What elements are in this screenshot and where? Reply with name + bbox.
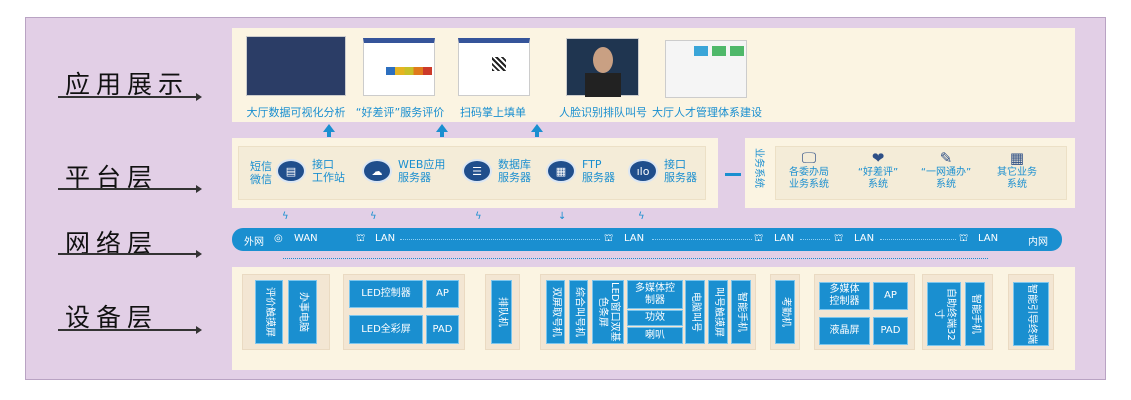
device-ap: AP [426, 280, 459, 308]
device-led-controller: LED控制器 [349, 280, 423, 308]
service-ftp: ▦FTP 服务器 [546, 158, 615, 184]
app-caption: 大厅数据可视化分析 [246, 106, 346, 119]
device-multimedia-controller: 多媒体 控制器 [819, 282, 870, 310]
network-node-icon: ⛫ [604, 233, 614, 244]
inner-network-label: 内网 [1028, 237, 1048, 248]
outer-network-label: 外网 [244, 237, 264, 248]
link-icon: ϟ [370, 211, 377, 222]
device-lcd: 液晶屏 [819, 317, 870, 345]
business-system: ❤“好差评” 系统 [843, 149, 913, 191]
link-icon: ϟ [282, 211, 289, 222]
cloud-icon: ☁ [362, 159, 392, 183]
device-led-window: LED窗口双基色条屏 [592, 280, 624, 344]
layer-label-device: 设备层 [65, 303, 159, 332]
edit-icon: ✎ [939, 149, 953, 167]
device-pc-call: 电脑叫号 [685, 280, 705, 344]
device-kiosk: 自助终端32寸 [927, 282, 961, 346]
link-icon: ϟ [475, 211, 482, 222]
device-pad: PAD [426, 315, 459, 344]
connector [725, 173, 741, 176]
device-attendance: 考勤机 [775, 280, 795, 344]
business-systems-label: 业务系统 [753, 148, 764, 188]
distribution-line [283, 258, 988, 259]
business-system: 🖵各委办局 业务系统 [774, 149, 844, 191]
network-node-icon: ⛫ [754, 233, 764, 244]
lan-label: LAN [624, 233, 645, 244]
layer-label-app: 应用展示 [65, 70, 190, 99]
business-system: ▦其它业务 系统 [982, 149, 1052, 191]
app-caption: 大厅人才管理体系建设 [652, 106, 762, 119]
sms-wechat-label: 短信 微信 [250, 160, 272, 186]
ftp-icon: ▦ [546, 159, 576, 183]
network-node-icon: ⛫ [959, 233, 969, 244]
layer-label-platform: 平台层 [65, 163, 159, 192]
qr-form-screenshot [458, 38, 530, 96]
divider [58, 185, 202, 193]
divider [58, 250, 202, 258]
device-dual-ticket: 双屏取号机 [546, 280, 565, 344]
up-arrow-icon [323, 124, 335, 137]
evaluation-screenshot [363, 38, 435, 96]
interface-icon: ılo [628, 159, 658, 183]
dashboard-screenshot [246, 36, 346, 96]
device-led-full-color: LED全彩屏 [349, 315, 423, 344]
device-speaker: 喇叭 [627, 327, 683, 344]
device-smartphone: 智能手机 [731, 280, 751, 344]
network-node-icon: ⛫ [834, 233, 844, 244]
app-caption: “好差评”服务评价 [355, 106, 445, 119]
business-system: ✎“一网通办” 系统 [911, 149, 981, 191]
link-icon: ϟ [638, 211, 645, 222]
globe-icon: ◎ [274, 233, 283, 244]
up-arrow-icon [531, 124, 543, 137]
divider [58, 93, 202, 101]
divider [58, 326, 202, 334]
business-panel: 业务系统 🖵各委办局 业务系统 ❤“好差评” 系统 ✎“一网通办” 系统 ▦其它… [745, 138, 1075, 208]
heart-hand-icon: ❤ [871, 149, 885, 167]
app-panel: 大厅数据可视化分析 “好差评”服务评价 扫码掌上填单 人脸识别排队叫号 大厅人才… [232, 28, 1075, 122]
id-card-icon: ▤ [276, 159, 306, 183]
device-multimedia-controller: 多媒体控制器 [627, 280, 683, 309]
up-arrow-icon [436, 124, 448, 137]
link-icon: ↓ [558, 211, 567, 222]
face-recognition-screenshot [566, 38, 639, 97]
lan-label: LAN [774, 233, 795, 244]
network-bar: 外网 ◎ WAN ⛫ LAN ⛫ LAN ⛫ LAN ⛫ LAN ⛫ LAN 内网 [232, 228, 1062, 251]
device-smartphone: 智能手机 [965, 282, 985, 346]
apps-icon: ▦ [1009, 149, 1025, 167]
device-guide-terminal: 智能引导终端 [1013, 282, 1049, 346]
lan-label: LAN [978, 233, 999, 244]
wan-label: WAN [294, 233, 318, 244]
service-interface-workstation: ▤接口 工作站 [276, 158, 345, 184]
device-combo-call: 综合叫号机 [569, 280, 588, 344]
lan-label: LAN [854, 233, 875, 244]
device-amplifier: 功效 [627, 310, 683, 326]
lan-label: LAN [375, 233, 396, 244]
service-web: ☁WEB应用 服务器 [362, 158, 445, 184]
device-ap: AP [873, 282, 908, 310]
device-queue-machine: 排队机 [491, 280, 512, 344]
database-icon: ☰ [462, 159, 492, 183]
service-database: ☰数据库 服务器 [462, 158, 531, 184]
device-call-touch: 叫号触摸屏 [708, 280, 728, 344]
platform-panel: 短信 微信 ▤接口 工作站 ☁WEB应用 服务器 ☰数据库 服务器 ▦FTP 服… [232, 138, 718, 208]
network-node-icon: ⛫ [356, 233, 366, 244]
device-pad: PAD [873, 317, 908, 345]
app-caption: 扫码掌上填单 [460, 106, 526, 119]
device-eval-touch: 评价触摸屏 [255, 280, 283, 344]
app-caption: 人脸识别排队叫号 [559, 106, 647, 119]
talent-management-screenshot [665, 40, 747, 98]
device-office-pc: 办事电脑 [288, 280, 317, 344]
monitor-add-icon: 🖵 [801, 149, 817, 167]
